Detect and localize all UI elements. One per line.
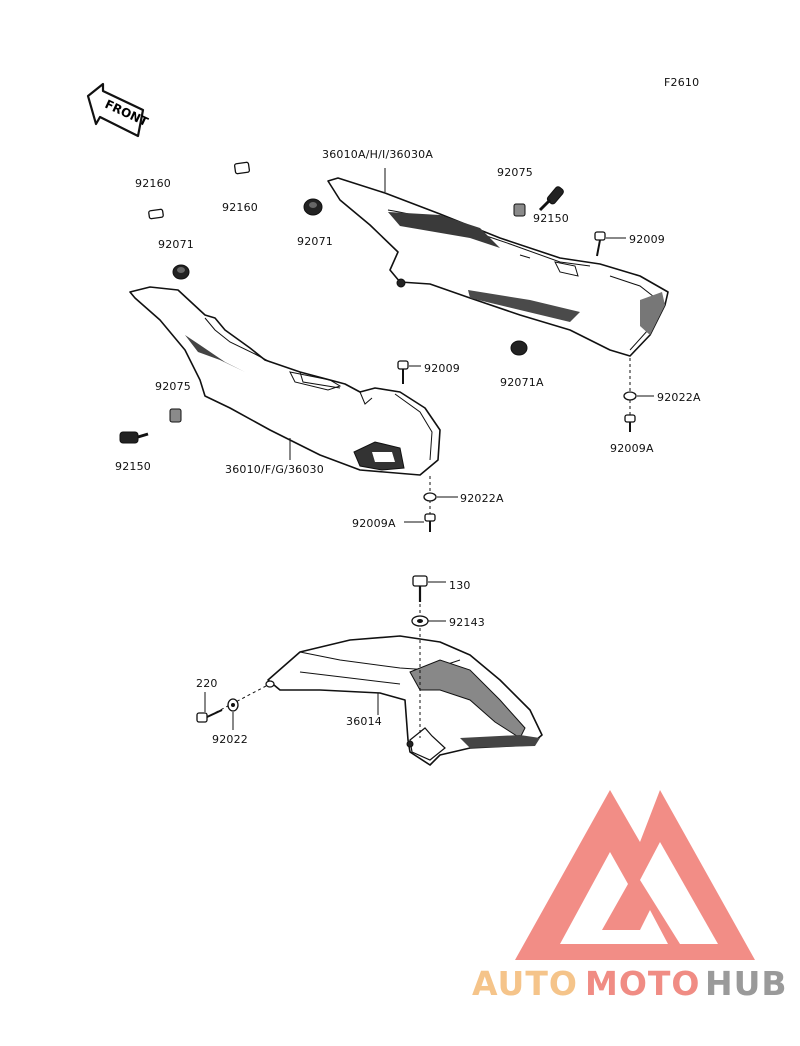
screw-220 — [196, 709, 223, 723]
label-92143: 92143 — [449, 616, 485, 629]
washer-92022a-left — [423, 492, 437, 502]
label-92022: 92022 — [212, 733, 248, 746]
washer-92022a-right — [623, 391, 637, 401]
label-92022a-left: 92022A — [460, 492, 504, 505]
watermark-auto: AUTO — [472, 964, 578, 1003]
screw-92009a-right — [624, 414, 636, 432]
bolt-92150-right — [538, 186, 564, 212]
front-arrow-icon: FRONT — [86, 82, 151, 138]
label-92071-mid: 92071 — [297, 235, 333, 248]
screw-92009-right-top — [594, 231, 606, 257]
label-36014: 36014 — [346, 715, 382, 728]
grommet-92071a — [510, 340, 528, 356]
figure-code: F2610 — [664, 76, 699, 89]
label-92075-left: 92075 — [155, 380, 191, 393]
bolt-92150-left — [119, 431, 149, 444]
label-92071a: 92071A — [500, 376, 544, 389]
watermark-moto: MOTO — [585, 964, 700, 1003]
label-cover-right: 36010A/H/I/36030A — [322, 148, 433, 161]
label-92160-left: 92160 — [135, 177, 171, 190]
label-92009a-left: 92009A — [352, 517, 396, 530]
watermark-hub: HUB — [705, 964, 788, 1003]
label-92009a-right: 92009A — [610, 442, 654, 455]
clip-92160-left — [148, 208, 164, 220]
label-220: 220 — [196, 677, 218, 690]
screw-92009a-left — [424, 513, 436, 532]
washer-92022 — [227, 698, 239, 712]
grommet-92071-left — [172, 264, 190, 280]
label-cover-left: 36010/F/G/36030 — [225, 463, 324, 476]
side-cover-right — [327, 177, 669, 357]
side-cover-left — [129, 286, 441, 476]
collar-92075-left — [169, 408, 182, 423]
screw-92009-left-top — [397, 360, 409, 384]
clip-92160-mid — [233, 161, 251, 175]
collar-92075-right — [513, 203, 526, 217]
label-92075-right: 92075 — [497, 166, 533, 179]
label-92071-left: 92071 — [158, 238, 194, 251]
label-130: 130 — [449, 579, 471, 592]
washer-92143 — [411, 615, 429, 627]
label-92150-left: 92150 — [115, 460, 151, 473]
label-92009-left-top: 92009 — [424, 362, 460, 375]
label-92009-right-top: 92009 — [629, 233, 665, 246]
label-92022a-right: 92022A — [657, 391, 701, 404]
automotohub-logo — [515, 790, 755, 960]
label-92160-mid: 92160 — [222, 201, 258, 214]
label-92150-right: 92150 — [533, 212, 569, 225]
grommet-92071-mid — [303, 198, 323, 216]
bottom-cover-36014 — [265, 635, 543, 766]
bolt-130 — [412, 575, 428, 602]
